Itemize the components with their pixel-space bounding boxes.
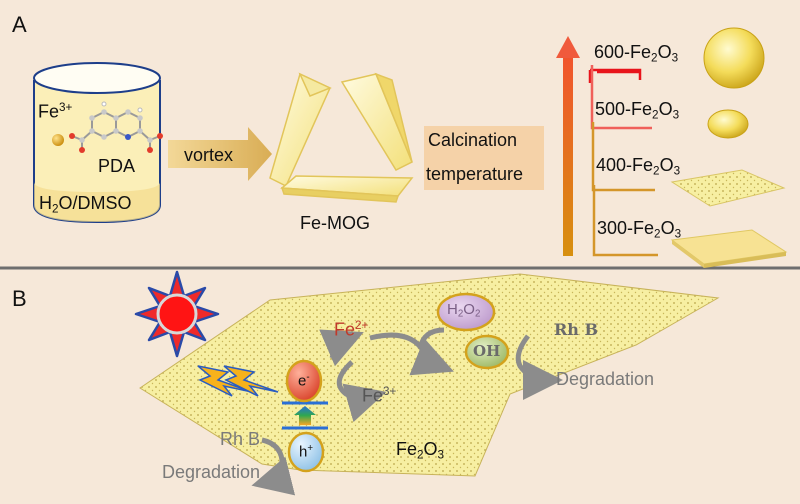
degradation-bottom-label: Degradation — [162, 462, 261, 482]
product-500-label: 500-Fe2O3 — [595, 100, 679, 121]
pda-label: PDA — [98, 156, 136, 176]
fenton-arrow — [369, 332, 454, 376]
calcination-box — [424, 126, 544, 190]
rhb-top-arrow — [515, 334, 563, 400]
h2o2-label: H2O2 — [447, 302, 480, 319]
fe2-charge: 2+ — [355, 319, 369, 332]
fe-cycle-lower — [336, 360, 387, 423]
electron-symbol: e — [298, 372, 307, 390]
oh-ball — [464, 334, 510, 370]
solvent-label: H2O/DMSO — [39, 194, 132, 215]
fe-mog-label: Fe-MOG — [300, 213, 370, 233]
fe2o3-o: O — [423, 439, 438, 459]
excitation-arrow — [294, 406, 316, 425]
fe3-symbol: Fe — [362, 385, 384, 406]
product-300-sub1: 2 — [654, 227, 661, 241]
flat-sheet-300 — [670, 229, 788, 268]
rhb-bottom-label: Rh B — [220, 429, 261, 449]
product-300-mid: O — [660, 218, 675, 238]
rhb-top-label: Rh B — [554, 320, 599, 339]
vortex-arrow — [168, 127, 272, 181]
fe-ion-ball — [52, 134, 64, 146]
fe2o3-label: Fe2O3 — [396, 440, 444, 461]
fe2o3-3: 3 — [437, 448, 445, 462]
electron-charge: - — [306, 372, 310, 383]
fe2o3-fe: Fe — [396, 439, 418, 459]
product-600-label: 600-Fe2O3 — [594, 43, 678, 64]
fe2-symbol: Fe — [334, 319, 356, 340]
product-400-sub1: 2 — [653, 164, 660, 178]
porous-sheet-400 — [670, 169, 786, 207]
h2o2-h: H — [447, 301, 458, 318]
product-600-prefix: 600-Fe — [594, 42, 652, 62]
hole-symbol: h — [299, 443, 308, 461]
beaker — [33, 62, 161, 224]
electron-ball — [285, 359, 323, 403]
calcination-label: Calcination — [428, 130, 518, 150]
fe-cycle-upper — [319, 329, 364, 367]
fe2-label: Fe2+ — [334, 319, 369, 340]
oh-label: OH — [473, 342, 501, 360]
product-400-mid: O — [659, 155, 674, 175]
rhb-bottom-arrow — [251, 437, 296, 496]
h2o2-2a: 2 — [457, 308, 464, 320]
fe3-charge: 3+ — [383, 385, 397, 398]
product-ladder — [588, 65, 658, 257]
product-300-label: 300-Fe2O3 — [597, 219, 681, 240]
solvent-rest: O/DMSO — [58, 193, 132, 213]
product-600-sub2: 3 — [671, 51, 679, 65]
solvent-2: 2 — [52, 202, 59, 216]
h2o2-2b: 2 — [474, 308, 481, 320]
product-500-sub2: 3 — [672, 108, 680, 122]
product-600-mid: O — [657, 42, 672, 62]
product-400-sub2: 3 — [673, 164, 681, 178]
degradation-top-label: Degradation — [556, 369, 655, 389]
fe-ion-label: Fe3+ — [38, 101, 73, 122]
panel-b-letter: B — [12, 286, 27, 311]
electron-label: e- — [298, 372, 310, 390]
product-500-mid: O — [658, 99, 673, 119]
product-500-prefix: 500-Fe — [595, 99, 653, 119]
h2o2-o: O — [463, 301, 475, 318]
solvent-h: H — [39, 193, 52, 213]
product-500-sub1: 2 — [652, 108, 659, 122]
h2o2-ball — [436, 292, 496, 332]
sphere-600 — [703, 27, 765, 89]
product-300-prefix: 300-Fe — [597, 218, 655, 238]
reaction-arrows — [251, 327, 563, 496]
fe-ion-symbol: Fe — [38, 101, 60, 122]
product-300-sub2: 3 — [674, 227, 682, 241]
product-600-sub1: 2 — [651, 51, 658, 65]
hole-charge: + — [307, 443, 314, 454]
fe-ion-charge: 3+ — [59, 101, 73, 114]
vortex-label: vortex — [184, 145, 234, 165]
fe-mog-gel — [269, 72, 414, 203]
pda-atoms — [69, 101, 163, 153]
h2o2-feed — [417, 327, 445, 349]
hole-label: h+ — [299, 443, 314, 461]
panel-a-letter: A — [12, 12, 27, 37]
particle-500 — [707, 109, 749, 139]
temperature-arrow — [556, 36, 580, 256]
lightning-icon — [197, 365, 279, 397]
product-400-label: 400-Fe2O3 — [596, 156, 680, 177]
product-400-prefix: 400-Fe — [596, 155, 654, 175]
temperature-label: temperature — [426, 164, 524, 184]
hole-ball — [287, 431, 325, 473]
fe2o3-2: 2 — [417, 448, 424, 462]
fe3-label: Fe3+ — [362, 385, 397, 406]
sun-icon — [134, 270, 220, 358]
